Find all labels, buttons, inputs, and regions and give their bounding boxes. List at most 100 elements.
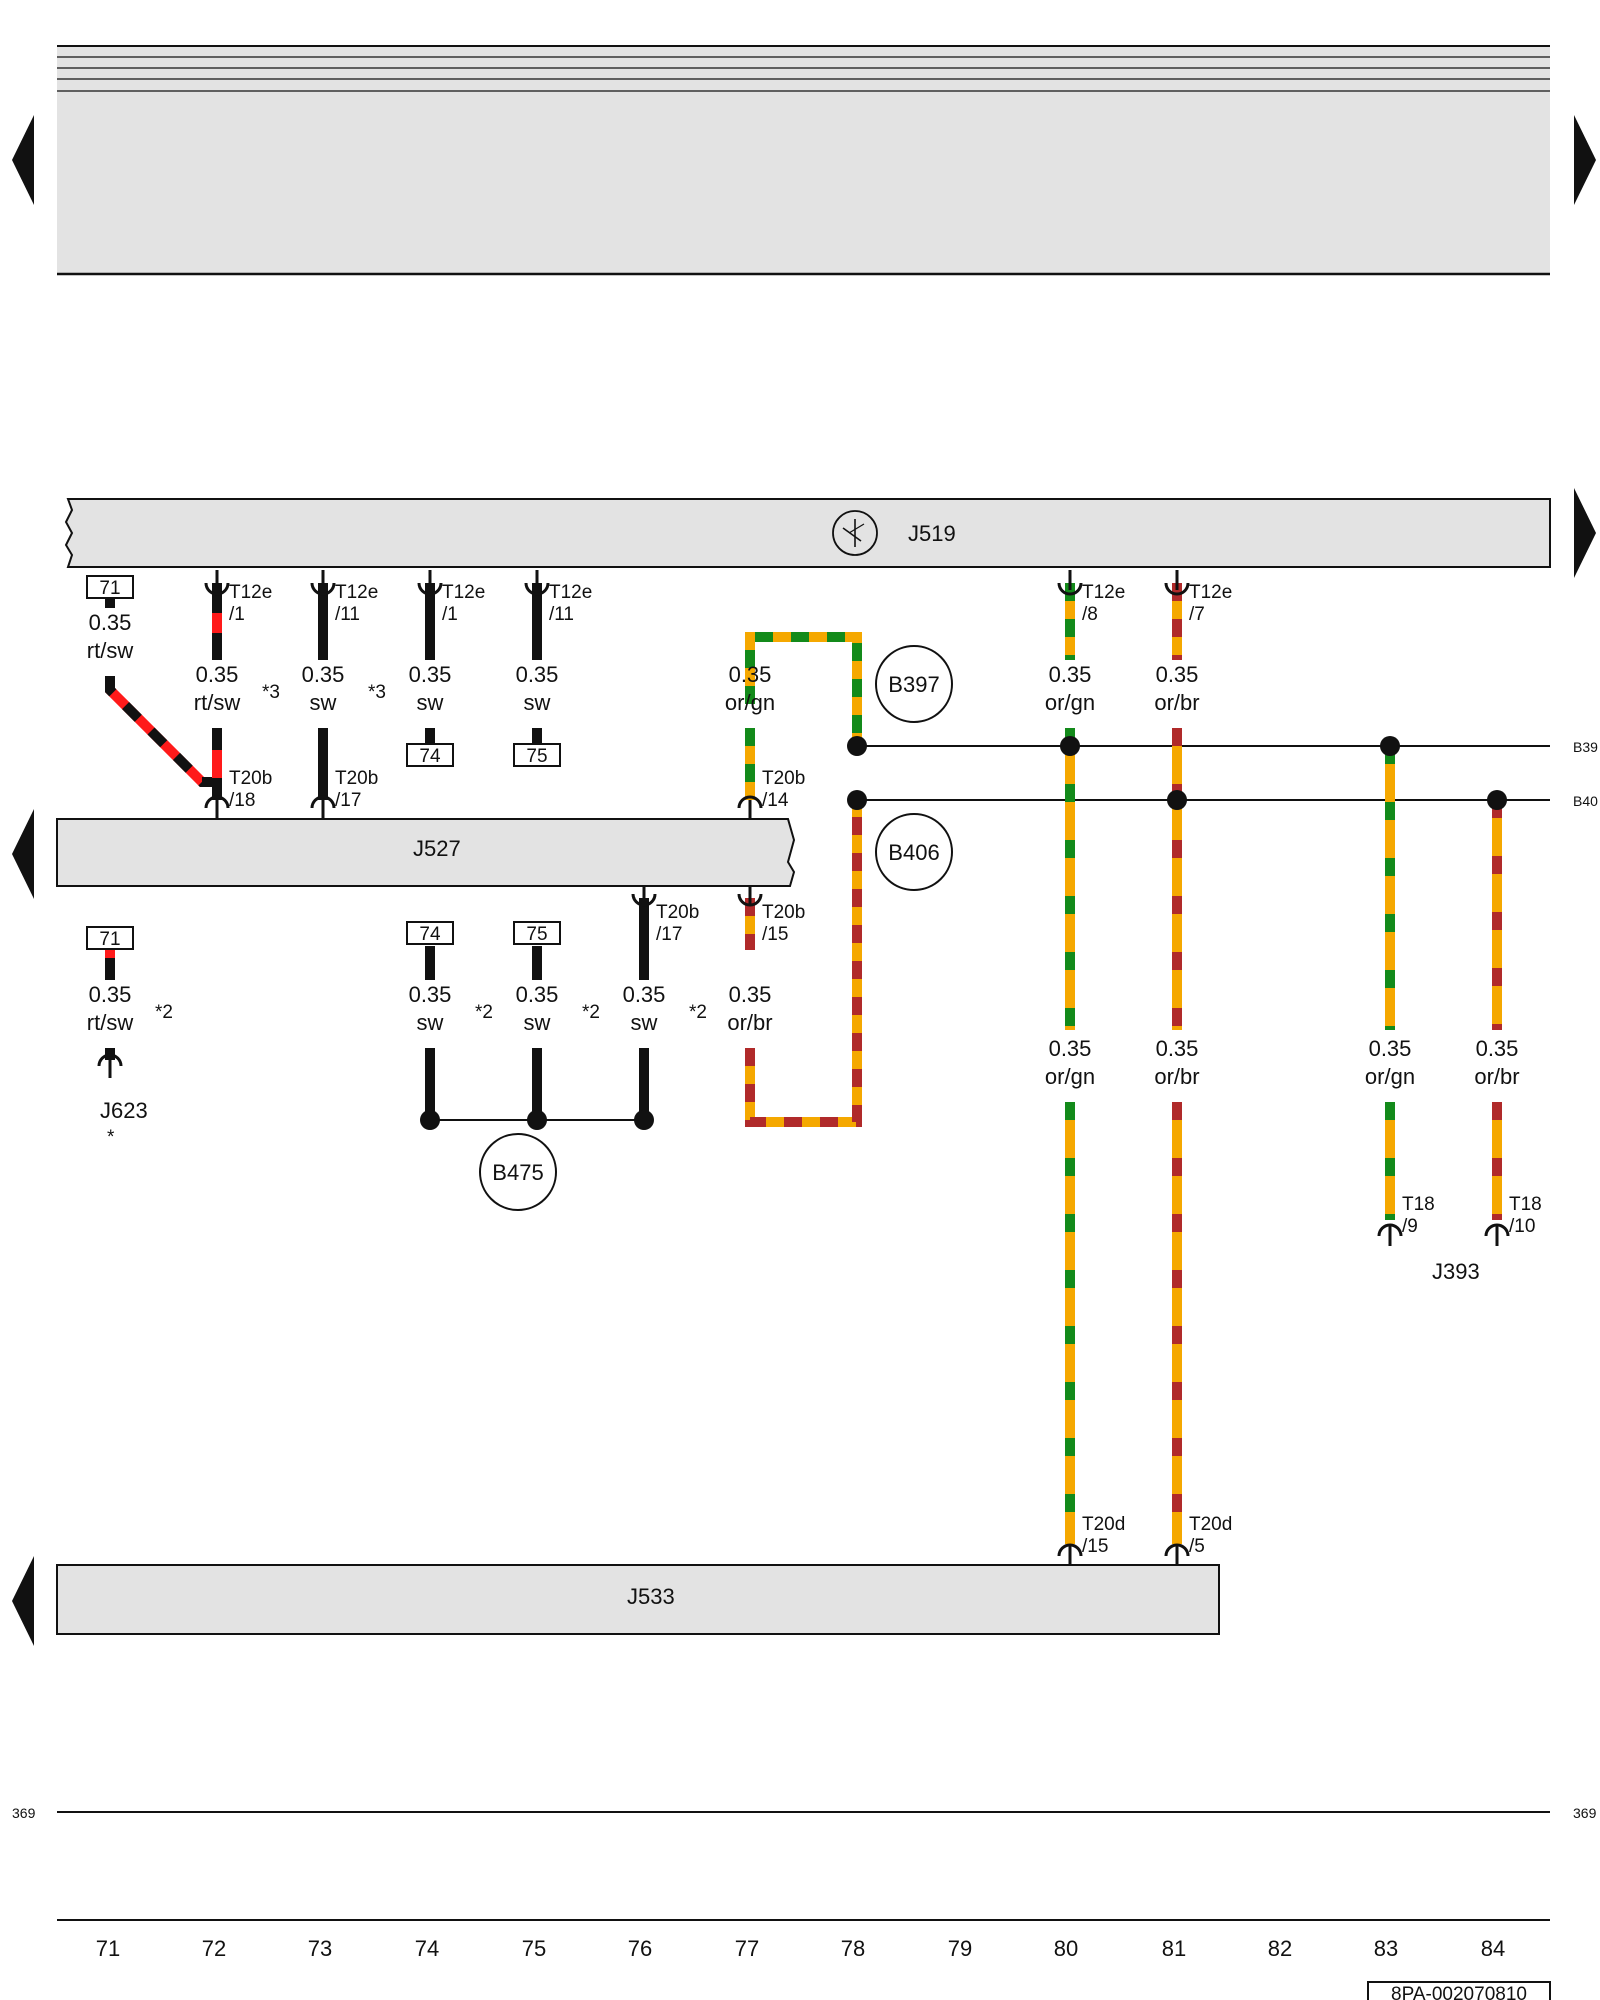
junction-dot (420, 1110, 440, 1130)
wire-labels: 0.35 rt/sw 0.35 rt/sw 0.35 sw 0.35 sw 0.… (87, 610, 1520, 1089)
connector-pin-icon (97, 1053, 123, 1067)
column-number: 82 (1268, 1936, 1292, 1961)
wire-74-bot-size: 0.35 (409, 982, 452, 1007)
connector-pin-icon (631, 893, 657, 907)
note-2b: *2 (475, 1002, 493, 1023)
conn-t20b-14-pin: /14 (762, 790, 789, 811)
conn-t12e-11a-name: T12e (335, 582, 378, 603)
connector-pin-icon (737, 893, 763, 907)
wire-75-bot-color: sw (524, 1010, 551, 1035)
wire-75-top-color: sw (524, 690, 551, 715)
ground-point-b397: B397 (875, 645, 953, 723)
conn-t20d-5-pin: /5 (1189, 1536, 1205, 1557)
conn-t20b-18-pin: /18 (229, 790, 255, 811)
conn-t12e-1b-name: T12e (442, 582, 485, 603)
note-3b: *3 (368, 682, 386, 703)
conn-t18-9-pin: /9 (1402, 1216, 1418, 1237)
component-j519: J519 (64, 498, 1551, 568)
connector-pin-icon (1164, 1543, 1190, 1557)
j393-label: J393 (1432, 1259, 1480, 1284)
xref-75-top: 75 (526, 746, 547, 767)
header-band (57, 45, 1550, 276)
next-page-arrow-mid[interactable] (1574, 488, 1596, 578)
junction-dot (527, 1110, 547, 1130)
wire-80-mid-color: or/gn (1045, 1064, 1095, 1089)
wire-74-top-color: sw (417, 690, 444, 715)
junction-dot (847, 790, 867, 810)
column-number: 73 (308, 1936, 332, 1961)
connector-pin-icon (204, 795, 230, 809)
conn-t20b-17b-pin: /17 (656, 924, 682, 945)
conn-t20b-14-name: T20b (762, 768, 805, 789)
conn-t20d-15-name: T20d (1082, 1514, 1125, 1535)
wire-75-bot-size: 0.35 (516, 982, 559, 1007)
junction-dot (1380, 736, 1400, 756)
wire-74-bot-color: sw (417, 1010, 444, 1035)
b397-label: B397 (888, 672, 939, 697)
wire-71-bot-size: 0.35 (89, 982, 132, 1007)
wire-81-mid-color: or/br (1154, 1064, 1199, 1089)
wire-75-top-size: 0.35 (516, 662, 559, 687)
note-2c: *2 (582, 1002, 600, 1023)
wire-77-top-stripe (745, 632, 862, 746)
wire-72-top-size: 0.35 (196, 662, 239, 687)
column-number: 80 (1054, 1936, 1078, 1961)
wire-71-bot-color: rt/sw (87, 1010, 134, 1035)
conn-t20b-17a-name: T20b (335, 768, 378, 789)
conn-t12e-1a-pin: /1 (229, 604, 245, 625)
ground-symbol-icon (832, 510, 878, 556)
prev-page-arrow-top[interactable] (12, 115, 34, 205)
junction-dot (847, 736, 867, 756)
junction-dot (1167, 790, 1187, 810)
junction-dots (420, 736, 1507, 1130)
conn-t12e-1a-name: T12e (229, 582, 272, 603)
wire-83-mid-color: or/gn (1365, 1064, 1415, 1089)
b406-label: B406 (888, 840, 939, 865)
conn-t20b-15-pin: /15 (762, 924, 788, 945)
prev-page-arrow-bottom[interactable] (12, 1556, 34, 1646)
wires (105, 583, 1502, 1544)
wire-76-bot-size: 0.35 (623, 982, 666, 1007)
wire-76-bot-color: sw (631, 1010, 658, 1035)
wire-81-mid-size: 0.35 (1156, 1036, 1199, 1061)
wire-73-top-size: 0.35 (302, 662, 345, 687)
connector-labels: T12e /1 T12e /11 T12e /1 T12e /11 T12e /… (229, 582, 1542, 1557)
xref-71-bottom: 71 (99, 929, 120, 950)
wire-71-72-diagonal-stripe (105, 676, 217, 787)
conn-t12e-11b-pin: /11 (549, 604, 574, 625)
conn-t20d-15-pin: /15 (1082, 1536, 1108, 1557)
conn-t18-9-name: T18 (1402, 1194, 1435, 1215)
conn-t12e-11b-name: T12e (549, 582, 592, 603)
connector-pin-icon (310, 582, 336, 596)
wire-80-mid-size: 0.35 (1049, 1036, 1092, 1061)
doc-code: 8PA-002070810 (1391, 1984, 1527, 2000)
junction-dot (634, 1110, 654, 1130)
wire-77-bot-size: 0.35 (729, 982, 772, 1007)
xref-74-bottom: 74 (419, 924, 441, 945)
conn-t12e-8-pin: /8 (1082, 604, 1098, 625)
connector-pin-icon (1377, 1223, 1403, 1237)
connector-pin-icon (1164, 582, 1190, 596)
wire-77-top-size: 0.35 (729, 662, 772, 687)
next-page-arrow-top[interactable] (1574, 115, 1596, 205)
column-number: 84 (1481, 1936, 1505, 1961)
wire-77-top-color: or/gn (725, 690, 775, 715)
column-number: 74 (415, 1936, 439, 1961)
conn-t12e-8-name: T12e (1082, 582, 1125, 603)
connector-pin-icon (524, 582, 550, 596)
note-2a: *2 (155, 1002, 173, 1023)
conn-t18-10-pin: /10 (1509, 1216, 1535, 1237)
xref-75-bottom: 75 (526, 924, 547, 945)
b475-label: B475 (492, 1160, 543, 1185)
conn-t20b-15-name: T20b (762, 902, 805, 923)
conn-t12e-11a-pin: /11 (335, 604, 360, 625)
ground-point-b406: B406 (875, 813, 953, 891)
conn-t12e-1b-pin: /1 (442, 604, 458, 625)
conn-t20b-18-name: T20b (229, 768, 272, 789)
connector-pin-icon (1057, 582, 1083, 596)
wire-81-top-color: or/br (1154, 690, 1199, 715)
prev-page-arrow-mid[interactable] (12, 809, 34, 899)
connector-pin-icon (1057, 1543, 1083, 1557)
column-numbers: 71 72 73 74 75 76 77 78 79 80 81 82 83 8… (96, 1936, 1505, 1961)
j533-label: J533 (627, 1584, 675, 1609)
